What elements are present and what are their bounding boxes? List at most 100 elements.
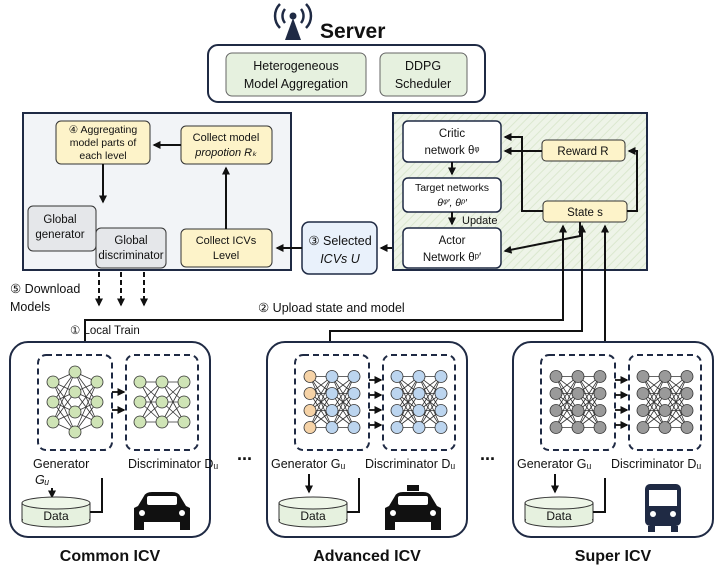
- left-panel-arrows: [99, 141, 230, 229]
- net-node: [325, 404, 339, 417]
- net-node: [347, 370, 361, 383]
- data-cylinder-top: [21, 496, 91, 510]
- net-edge: [555, 376, 579, 411]
- net-node: [412, 370, 426, 383]
- net-node: [68, 385, 82, 399]
- net-node: [347, 387, 361, 400]
- data-cylinder-top: [278, 496, 348, 510]
- car-light: [139, 510, 145, 516]
- net-node: [68, 405, 82, 419]
- aggregation-label-2: Model Aggregation: [244, 77, 348, 91]
- net-node: [680, 387, 694, 400]
- net-edge: [396, 376, 420, 411]
- generator-label: Generator Gᵤ: [517, 457, 591, 471]
- net-node: [390, 387, 404, 400]
- net-node: [133, 415, 147, 429]
- ddpg-scheduler-box: DDPG Scheduler: [379, 52, 468, 97]
- net-node: [549, 387, 563, 400]
- net-edge: [161, 381, 185, 423]
- net-edge: [577, 376, 601, 411]
- critic-label-1: Critic: [439, 128, 465, 140]
- net-edge: [331, 376, 355, 411]
- discriminator-label: Discriminator Dᵤ: [128, 457, 218, 471]
- bus-wheel: [671, 526, 678, 532]
- upload-label: ② Upload state and model: [258, 301, 405, 315]
- net-node: [177, 375, 191, 389]
- net-node: [155, 415, 169, 429]
- net-node: [133, 375, 147, 389]
- net-node: [593, 421, 607, 434]
- net-node: [658, 404, 672, 417]
- actor-label-2: Network θᵖ′: [423, 252, 481, 264]
- data-label: Data: [300, 509, 326, 523]
- net-node: [325, 387, 339, 400]
- ellipsis-2: ...: [480, 444, 495, 464]
- net-node: [133, 395, 147, 409]
- net-edge: [418, 376, 442, 428]
- net-node: [412, 404, 426, 417]
- net-edge: [555, 393, 579, 428]
- discriminator-label: Discriminator Dᵤ: [365, 457, 455, 471]
- aggregating-box: ④ Aggregating model parts of each level: [55, 120, 151, 165]
- car-window: [147, 496, 177, 505]
- net-node: [390, 404, 404, 417]
- aggregation-box: Heterogeneous Model Aggregation: [225, 52, 367, 97]
- net-node: [658, 370, 672, 383]
- net-edge: [418, 393, 442, 428]
- net-node: [571, 387, 585, 400]
- discriminator-box: [382, 354, 456, 451]
- bus-light: [670, 511, 676, 517]
- bus-light: [650, 511, 656, 517]
- net-node: [434, 370, 448, 383]
- generator-box: [540, 354, 616, 451]
- scheduler-label: Scheduler: [395, 77, 451, 91]
- collect-icvs-label-1: Collect ICVs: [196, 235, 257, 247]
- net-edge: [664, 376, 688, 428]
- server-title: Server: [320, 20, 385, 43]
- car-wheel: [134, 522, 144, 530]
- net-node: [434, 387, 448, 400]
- net-node: [412, 387, 426, 400]
- collect-icvs-box: Collect ICVs Level: [180, 228, 273, 268]
- net-node: [412, 421, 426, 434]
- global-discriminator-label-1: Global: [114, 235, 147, 247]
- aggregating-label-2: model parts of: [70, 137, 137, 149]
- ddpg-label: DDPG: [405, 59, 441, 73]
- bus-wheel: [648, 526, 655, 532]
- net-node: [325, 421, 339, 434]
- net-node: [571, 404, 585, 417]
- taxi-sign: [407, 485, 419, 491]
- data-to-dis-line: [90, 478, 103, 513]
- state-label: State s: [567, 207, 603, 219]
- net-node: [549, 421, 563, 434]
- car-window: [398, 496, 428, 505]
- net-node: [155, 395, 169, 409]
- state-box: State s: [542, 200, 628, 223]
- car-light: [430, 510, 436, 516]
- net-node: [68, 365, 82, 379]
- net-node: [390, 370, 404, 383]
- collect-proportion-label-1: Collect model: [193, 132, 260, 144]
- car-light: [179, 510, 185, 516]
- target-label-2: θᵠ′, θᵖ′: [437, 197, 468, 209]
- net-node: [177, 415, 191, 429]
- net-node: [155, 375, 169, 389]
- net-node: [593, 387, 607, 400]
- critic-network-box: Critic network θᵠ: [402, 120, 502, 163]
- net-edge: [642, 376, 666, 411]
- actor-network-box: Actor Network θᵖ′: [402, 227, 502, 269]
- net-node: [636, 370, 650, 383]
- net-edge: [309, 376, 333, 411]
- net-node: [303, 421, 317, 434]
- net-node: [325, 370, 339, 383]
- net-edge: [309, 376, 333, 428]
- download-arrows: [95, 272, 148, 307]
- global-discriminator-label-2: discriminator: [98, 250, 163, 262]
- net-node: [434, 404, 448, 417]
- aggregation-label-1: Heterogeneous: [253, 59, 338, 73]
- global-discriminator-box: Global discriminator: [95, 227, 167, 269]
- data-to-dis-line: [347, 478, 360, 513]
- global-generator-box: Global generator: [27, 205, 97, 252]
